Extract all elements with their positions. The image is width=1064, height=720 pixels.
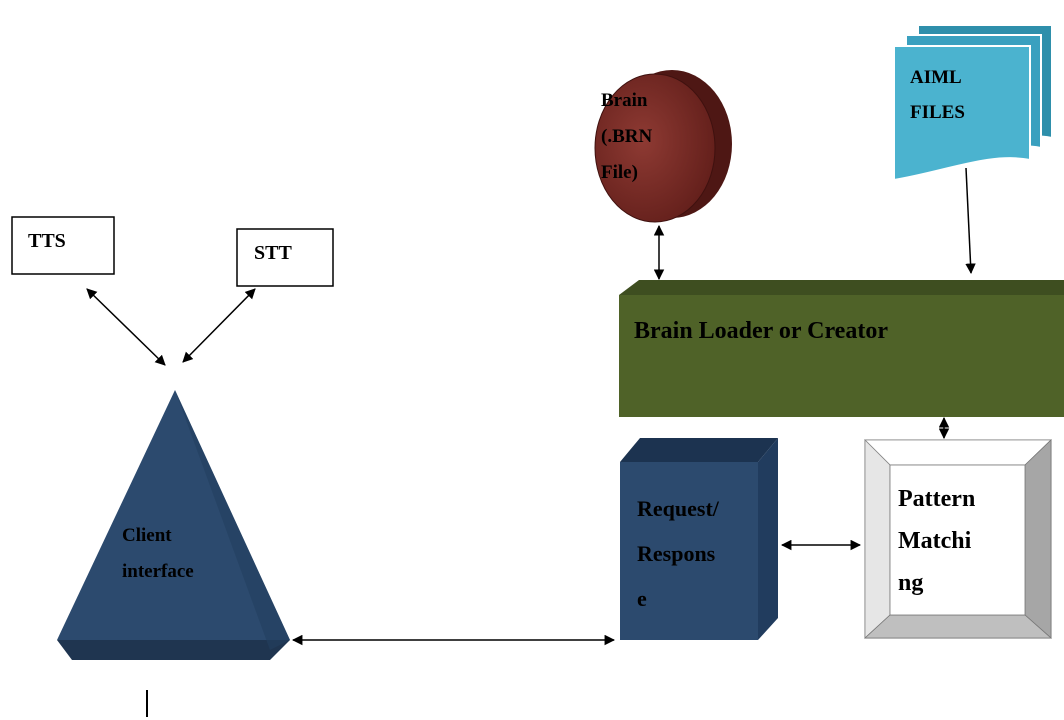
brain-file-shape xyxy=(594,70,732,223)
tts-label: TTS xyxy=(28,230,66,252)
client-interface-shape xyxy=(57,390,290,660)
brain-loader-label: Brain Loader or Creator xyxy=(634,318,888,344)
aiml-files-label: AIML FILES xyxy=(910,67,965,123)
client-interface-label: Client interface xyxy=(122,525,194,582)
stt-box xyxy=(236,228,334,287)
brain-loader-shape xyxy=(619,280,1064,417)
stt-label: STT xyxy=(254,242,292,264)
request-response-shape xyxy=(620,438,778,640)
stt-client-arrow xyxy=(182,288,256,363)
tts-client-arrow xyxy=(86,288,166,366)
tts-box xyxy=(11,216,115,275)
aiml-loader-arrow xyxy=(965,167,976,275)
pattern-matching-label: Pattern Matchi ng xyxy=(898,486,976,596)
request-response-label: Request/ Respons e xyxy=(637,496,719,611)
pattern-matching-shape xyxy=(863,439,1053,639)
aiml-files-shape xyxy=(893,24,1053,182)
brain-file-label: Brain (.BRN File) xyxy=(601,90,653,183)
